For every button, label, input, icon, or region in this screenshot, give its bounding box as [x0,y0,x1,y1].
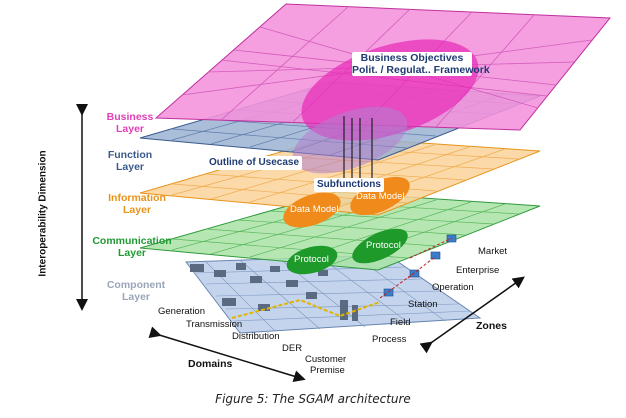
component-layer-label-line2: Layer [121,291,151,303]
function-layer-label-line2: Layer [115,161,145,173]
information-layer-label: Information Layer [96,192,178,216]
communication-layer-label: Communication Layer [84,235,180,259]
zone-enterprise: Enterprise [456,265,500,276]
business-objectives-label: Business Objectives Polit. / Regulat.. F… [352,52,490,76]
protocol-shape-2 [352,228,408,264]
domains-axis-label: Domains [188,358,233,370]
communication-layer-label-line2: Layer [117,247,147,259]
protocol-text-1: Protocol [294,254,329,265]
domain-der: DER [282,343,303,354]
domain-customer: Customer [305,354,347,365]
outline-usecase-tag: Outline of Usecase [206,156,303,170]
domain-transmission: Transmission [186,319,243,330]
zone-process: Process [372,334,407,345]
protocol-text-2: Protocol [366,240,401,251]
zone-market: Market [478,246,508,257]
zone-station: Station [408,299,438,310]
business-objectives-line: Business Objectives [360,52,464,64]
interop-axis-label: Interoperability Dimension [37,150,49,277]
component-layer-label: Component Layer [96,279,176,303]
information-layer-label-line2: Layer [122,204,152,216]
component-layer-label-line1: Component [106,279,166,291]
protocol-shape-1 [286,245,338,275]
subfunctions-tag: Subfunctions [314,178,384,192]
usecase-shape [292,106,408,174]
business-layer-label-line1: Business [106,111,154,123]
data-model-text-2: Data Model [356,191,405,202]
domain-premise: Premise [310,365,345,376]
framework-line: Polit. / Regulat.. Framework [352,64,490,76]
function-layer-label: Function Layer [96,149,164,173]
data-model-shape-2 [350,176,410,216]
domain-distribution: Distribution [232,331,280,342]
data-model-shape-1 [283,192,341,228]
zone-field: Field [390,317,411,328]
zones-axis-arrow [419,276,525,354]
communication-layer-label-line1: Communication [92,235,172,247]
data-model-text-1: Data Model [290,204,339,215]
domain-generation: Generation [158,306,206,317]
function-layer-label-line1: Function [107,149,153,161]
figure-caption: Figure 5: The SGAM architecture [215,392,411,406]
business-layer-label: Business Layer [96,111,164,135]
domains-axis-arrow [148,326,306,382]
zone-operation: Operation [432,282,474,293]
business-layer-label-line2: Layer [115,123,145,135]
zones-axis-label: Zones [476,320,507,332]
information-layer-label-line1: Information [108,192,166,204]
